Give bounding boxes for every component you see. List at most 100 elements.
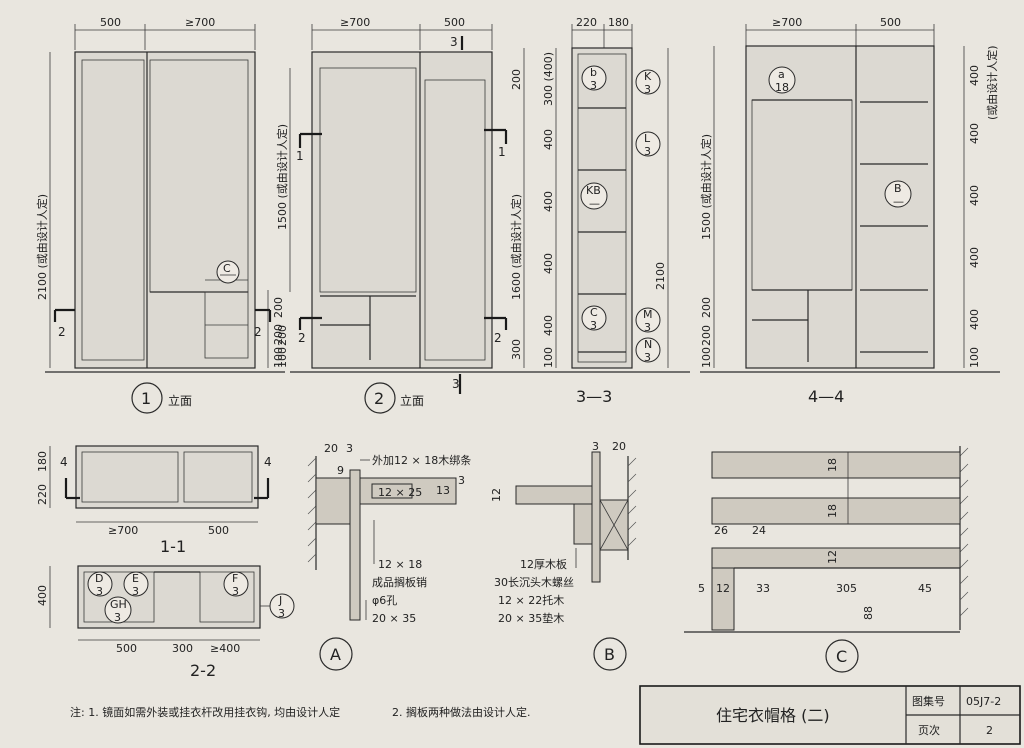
elevation-1: 500 ≥700 2100 (或由设计人定) 100 200 200 2 2 C… [35,16,285,414]
p22-side-dim: 400 [36,585,49,606]
s33-bubble-m-bottom: 3 [644,321,651,334]
detailC-dim-10: 45 [918,582,932,595]
s33-bubble-n-top: N [644,338,652,351]
elev1-side-dim-1: 200 [272,297,285,318]
s33-bubble-k-bottom: 3 [644,83,651,96]
detailA-dim-5: 13 [436,484,450,497]
detailB-dim-1: 3 [592,440,599,453]
p22-bubble-d-bottom: 3 [96,585,103,598]
elev2-mark-2-left: 2 [298,331,306,345]
elev2-height: 1500 (或由设计人定) [275,124,289,230]
p11-mark-left: 4 [60,455,68,469]
p11-mark-right: 4 [264,455,272,469]
s33-bubble-c-top: C [590,306,598,319]
detailC-dim-7: 12 [716,582,730,595]
section-3-3: 220 180 300 (400) 400 400 400 400 100 20… [509,16,690,406]
s33-bubble-l-bottom: 3 [644,145,651,158]
s44-right-dim-3: 400 [968,185,981,206]
p22-bubble-e-top: E [132,572,139,585]
p22-bubble-j-top: J [278,594,282,607]
elev1-side-dim-2: 200 [272,324,285,345]
detailC-dim-3: 12 [826,550,839,564]
detailB-note-3: 12 × 22托木 [498,593,564,607]
detailA-note-3: 成品搁板销 [372,575,427,589]
s33-left-dim-3: 400 [542,191,555,212]
detail-b: 3 20 12 12厚木板 30长沉头木螺丝 12 × 22托木 20 × 35… [490,440,637,671]
s44-right-dim-2: 400 [968,123,981,144]
detailB-note-4: 20 × 35垫木 [498,611,564,625]
detailC-dim-9: 305 [836,582,857,595]
s33-left-dim-4: 400 [542,253,555,274]
s33-right-dim-2: 1600 (或由设计人定) [509,194,523,300]
p22-bottom-dim-1: 500 [116,642,137,655]
s44-bubble-a-bottom: 18 [775,81,789,94]
s44-left-dim-1: 200 [700,297,713,318]
elev1-height: 2100 (或由设计人定) [35,194,49,300]
detailA-note-5: 20 × 35 [372,612,416,625]
s44-left-dim-3: 100 [700,347,713,368]
elev1-side-dim-3: 100 [272,347,285,368]
p22-bubble-d-top: D [95,572,103,585]
p22-bubble-f-top: F [232,572,238,585]
title-block: 住宅衣帽格 (二) 图集号 05J7-2 页次 2 [639,685,1021,745]
elev1-section-mark-left: 2 [58,325,66,339]
atlas-value: 05J7-2 [966,695,1001,708]
s33-bubble-kb-bottom: — [589,197,600,210]
detailA-dim-1: 20 [324,442,338,455]
p22-bubble-f-bottom: 3 [232,585,239,598]
p11-bottom-dim-1: ≥700 [108,524,138,537]
elev2-caption-num: 2 [374,389,384,408]
s33-bubble-c-bottom: 3 [590,319,597,332]
p11-bottom-dim-2: 500 [208,524,229,537]
p22-bubble-e-bottom: 3 [132,585,139,598]
detailC-label: C [836,647,847,666]
elev2-side-dim-1: 200 [276,325,289,346]
elev2-mark-bottom: 3 [452,377,460,391]
detailB-dim-2: 20 [612,440,626,453]
elev2-mark-top: 3 [450,35,458,49]
elev2-caption-text: 立面 [400,393,424,408]
s33-bubble-m-top: M [643,308,653,321]
atlas-label: 图集号 [912,694,945,708]
detailB-note-2: 30长沉头木螺丝 [494,576,574,589]
elev2-dim-top-1: ≥700 [340,16,370,29]
p22-bubble-gh-bottom: 3 [114,611,121,624]
note-2: 2. 搁板两种做法由设计人定. [392,705,531,719]
s33-left-dim-2: 400 [542,129,555,150]
s33-left-dim-6: 100 [542,347,555,368]
detailB-note-1: 12厚木板 [520,557,567,571]
s44-right-note: (或由设计人定) [985,45,999,120]
elev2-mark-1-left: 1 [296,149,304,163]
detailC-dim-1: 18 [826,458,839,472]
s44-dim-top-1: ≥700 [772,16,802,29]
notes: 注: 1. 镜面如需外装或挂衣杆改用挂衣钩, 均由设计人定 2. 搁板两种做法由… [70,705,531,719]
detailC-dim-6: 5 [698,582,705,595]
p22-bottom-dim-3: ≥400 [210,642,240,655]
s44-height: 1500 (或由设计人定) [699,134,713,240]
s44-dim-top-2: 500 [880,16,901,29]
detailB-dim-3: 12 [490,488,503,502]
p22-caption: 2-2 [190,661,216,680]
p11-caption: 1-1 [160,537,186,556]
p22-bubble-gh-top: GH [110,598,127,611]
detailC-dim-4: 26 [714,524,728,537]
s33-dim-top-2: 180 [608,16,629,29]
detailA-dim-6: 3 [458,474,465,487]
s44-right-dim-1: 400 [968,65,981,86]
s33-left-dim-5: 400 [542,315,555,336]
detailC-dim-11: 88 [862,606,875,620]
elev1-caption-text: 立面 [168,393,192,408]
elev2-dim-top-2: 500 [444,16,465,29]
detail-c: 18 18 12 26 24 5 12 33 305 45 88 C [684,446,969,673]
s44-right-dim-6: 100 [968,347,981,368]
detailC-dim-5: 24 [752,524,766,537]
s44-caption: 4—4 [808,387,844,406]
s44-bubble-b-top: B [894,182,902,195]
elev1-dim-top-2: ≥700 [185,16,215,29]
p11-side-dim-2: 180 [36,451,49,472]
detailA-dim-3: 9 [337,464,344,477]
p11-side-dim-1: 220 [36,484,49,505]
title-text: 住宅衣帽格 (二) [716,706,830,725]
s33-bubble-b-top: b [590,66,597,79]
